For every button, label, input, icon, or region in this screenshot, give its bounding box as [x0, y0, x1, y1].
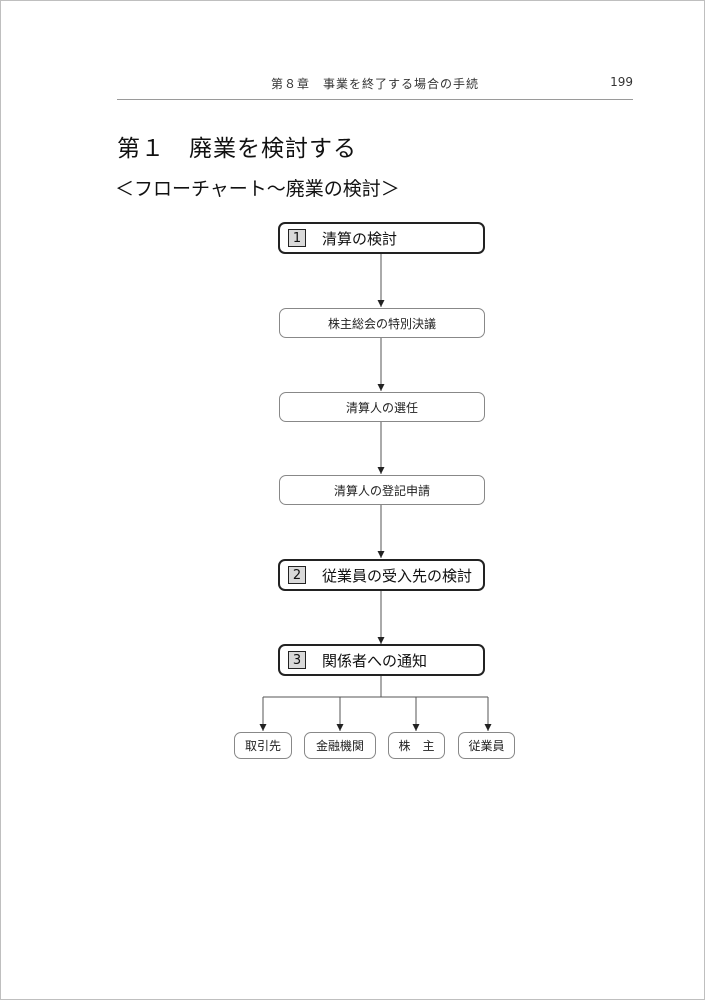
sub-step-label: 株主総会の特別決議: [327, 316, 436, 331]
step-1-box: 1 清算の検討: [278, 222, 485, 254]
leaf-label: 取引先: [244, 739, 281, 753]
step-number-badge: 2: [288, 566, 306, 584]
sub-step-box: 株主総会の特別決議: [279, 308, 485, 338]
leaf-box: 取引先: [234, 732, 292, 759]
sub-step-box: 清算人の選任: [279, 392, 485, 422]
step-1-label: 清算の検討: [322, 229, 398, 248]
sub-step-box: 清算人の登記申請: [279, 475, 485, 505]
leaf-label: 株 主: [398, 739, 435, 753]
leaf-box: 金融機関: [304, 732, 376, 759]
step-3-label: 関係者への通知: [322, 651, 428, 670]
step-2-label: 従業員の受入先の検討: [322, 566, 473, 585]
leaf-label: 金融機関: [315, 739, 364, 753]
step-number-badge: 1: [288, 229, 306, 247]
page-number: 199: [610, 75, 633, 89]
step-2-box: 2 従業員の受入先の検討: [278, 559, 485, 591]
leaf-box: 株 主: [388, 732, 445, 759]
sub-step-label: 清算人の選任: [345, 400, 418, 415]
step-number-badge: 3: [288, 651, 306, 669]
step-3-box: 3 関係者への通知: [278, 644, 485, 676]
section-heading: 第１ 廃業を検討する: [117, 136, 357, 162]
sub-step-label: 清算人の登記申請: [333, 483, 430, 498]
running-title: 第８章 事業を終了する場合の手続: [270, 77, 479, 91]
leaf-label: 従業員: [468, 739, 505, 753]
flowchart-heading: ＜フローチャート～廃業の検討＞: [115, 178, 400, 200]
running-header: 第８章 事業を終了する場合の手続 199: [117, 73, 633, 100]
leaf-box: 従業員: [458, 732, 515, 759]
